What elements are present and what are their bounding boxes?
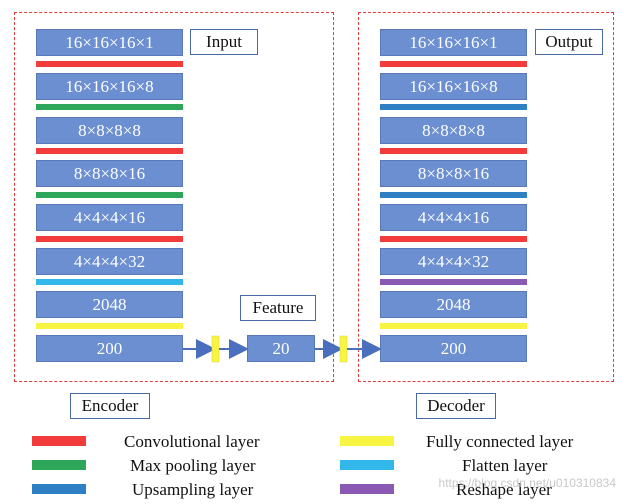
decoder-layer-bar (380, 279, 527, 285)
encoder-frame (14, 12, 334, 382)
decoder-block: 200 (380, 335, 527, 362)
encoder-layer-bar (36, 279, 183, 285)
decoder-layer-bar (380, 61, 527, 67)
legend-label-reshape: Reshape layer (456, 480, 552, 499)
encoder-layer-bar (36, 323, 183, 329)
legend-swatch-pool (32, 460, 86, 470)
fc-connector-bar (339, 335, 348, 363)
decoder-label: Decoder (416, 393, 496, 419)
decoder-layer-bar (380, 323, 527, 329)
watermark: https://blog.csdn.net/u010310834 (438, 476, 616, 490)
encoder-layer-bar (36, 61, 183, 67)
legend-label-pool: Max pooling layer (130, 456, 256, 475)
encoder-block: 4×4×4×16 (36, 204, 183, 231)
decoder-block: 8×8×8×16 (380, 160, 527, 187)
decoder-frame (358, 12, 614, 382)
encoder-layer-bar (36, 148, 183, 154)
encoder-block: 16×16×16×8 (36, 73, 183, 100)
encoder-layer-bar (36, 236, 183, 242)
legend-swatch-reshape (340, 484, 394, 494)
feature-block: 20 (247, 335, 315, 362)
decoder-layer-bar (380, 236, 527, 242)
encoder-block: 16×16×16×1 (36, 29, 183, 56)
legend-swatch-flatten (340, 460, 394, 470)
decoder-layer-bar (380, 148, 527, 154)
encoder-block: 8×8×8×8 (36, 117, 183, 144)
legend-label-upsample: Upsampling layer (132, 480, 254, 499)
input-tag: Input (190, 29, 258, 55)
encoder-layer-bar (36, 104, 183, 110)
decoder-block: 4×4×4×32 (380, 248, 527, 275)
legend-label-fc: Fully connected layer (426, 432, 574, 451)
output-tag: Output (535, 29, 603, 55)
encoder-label: Encoder (70, 393, 150, 419)
fc-connector-bar (211, 335, 220, 363)
encoder-block: 8×8×8×16 (36, 160, 183, 187)
encoder-block: 2048 (36, 291, 183, 318)
decoder-block: 2048 (380, 291, 527, 318)
legend-swatch-upsample (32, 484, 86, 494)
encoder-layer-bar (36, 192, 183, 198)
encoder-block: 4×4×4×32 (36, 248, 183, 275)
decoder-layer-bar (380, 104, 527, 110)
decoder-block: 16×16×16×1 (380, 29, 527, 56)
decoder-layer-bar (380, 192, 527, 198)
legend-label-flatten: Flatten layer (462, 456, 548, 475)
legend-swatch-conv (32, 436, 86, 446)
feature-tag: Feature (240, 295, 316, 321)
decoder-block: 16×16×16×8 (380, 73, 527, 100)
legend-swatch-fc (340, 436, 394, 446)
decoder-block: 8×8×8×8 (380, 117, 527, 144)
decoder-block: 4×4×4×16 (380, 204, 527, 231)
encoder-block: 200 (36, 335, 183, 362)
legend-label-conv: Convolutional layer (124, 432, 260, 451)
